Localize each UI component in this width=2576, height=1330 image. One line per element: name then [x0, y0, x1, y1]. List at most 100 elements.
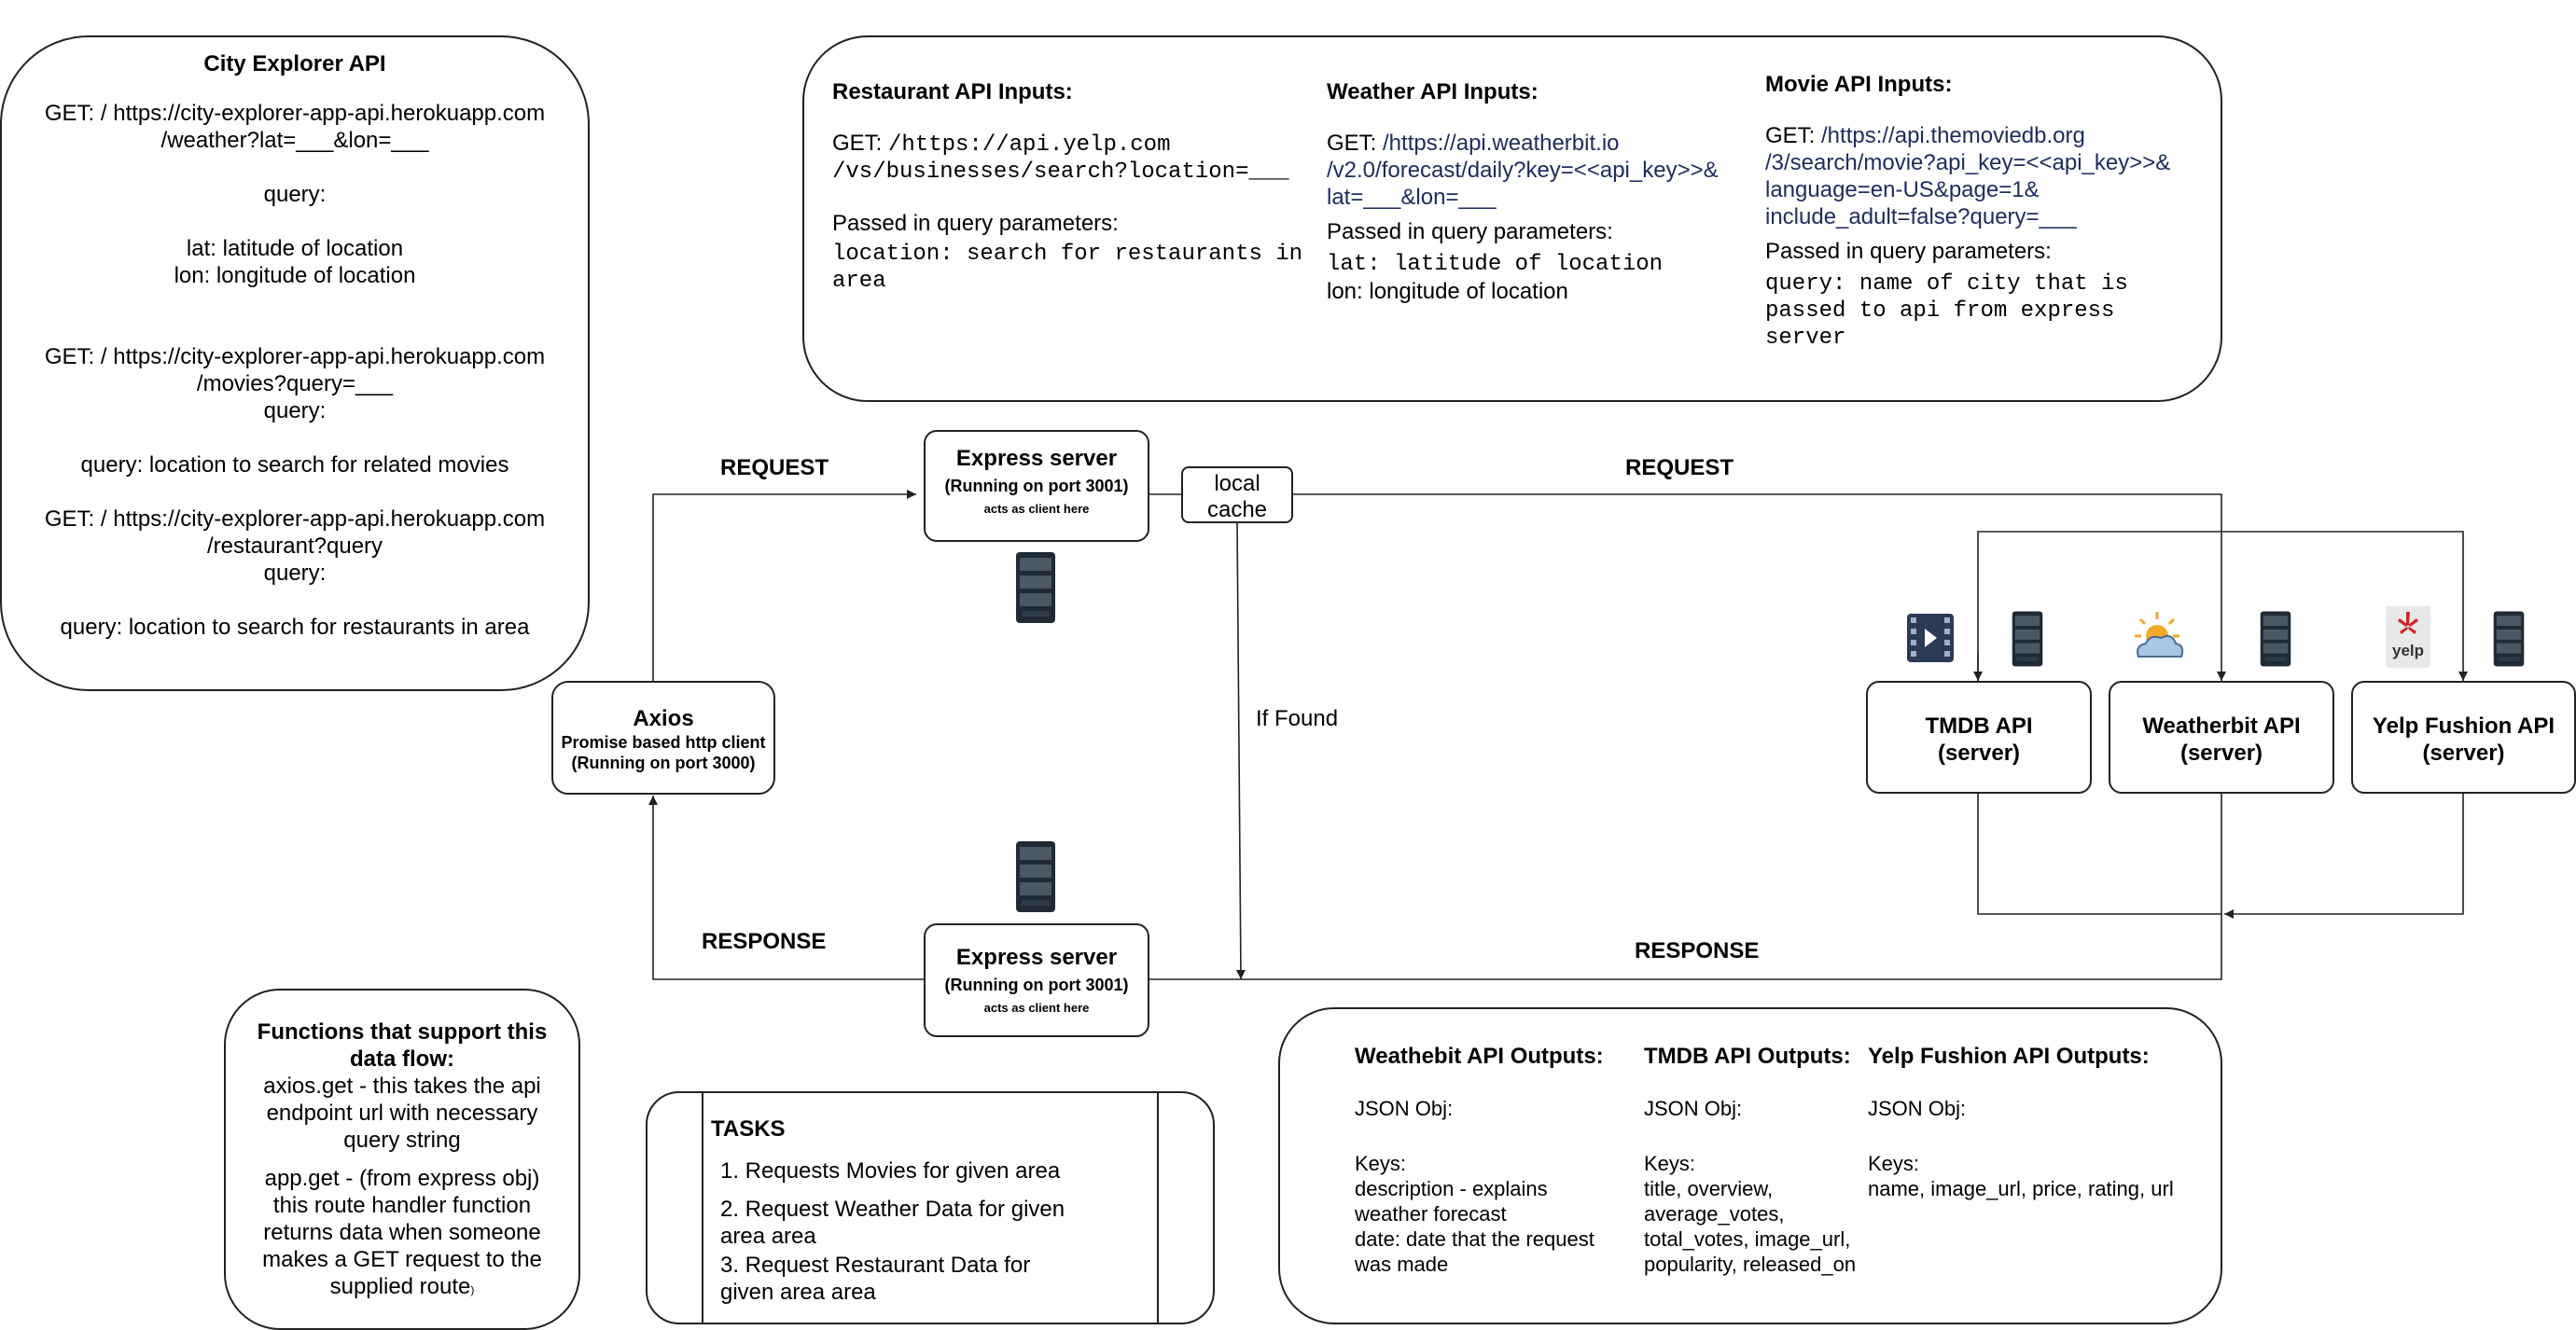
- server-rack-icon: [2260, 611, 2291, 667]
- weatherbit-outputs: Weathebit API Outputs: JSON Obj: Keys: d…: [1355, 1043, 1635, 1277]
- movie-param-3: server: [1765, 326, 1846, 351]
- weatherbit-key-2: weather forecast: [1355, 1202, 1507, 1226]
- request-arrow-to-tmdb: [1977, 531, 2468, 681]
- movie-get-line-1: GET: /https://api.themoviedb.org: [1765, 122, 2204, 149]
- response-label-left: RESPONSE: [702, 929, 827, 954]
- response-line-weatherbit: [1149, 794, 2222, 980]
- weather-params-label: Passed in query parameters:: [1327, 219, 1613, 244]
- tmdb-json-label: JSON Obj:: [1644, 1097, 1743, 1120]
- express-server-title: Express server: [955, 446, 1118, 471]
- if-found-label: If Found: [1256, 706, 1339, 731]
- movie-url-3: language=en-US&page=1&: [1765, 177, 2040, 202]
- movies-query-label: query:: [263, 398, 327, 423]
- yelp-json-label: JSON Obj:: [1868, 1097, 1967, 1120]
- express-server-title: Express server: [955, 945, 1118, 970]
- server-rack-icon: [2012, 611, 2043, 667]
- tmdb-keys-label: Keys:: [1644, 1152, 1696, 1175]
- server-rack-icon: [1016, 552, 1055, 623]
- weatherbit-key-1: description - explains: [1355, 1177, 1548, 1200]
- city-explorer-api-title: City Explorer API: [203, 51, 386, 76]
- response-label-right: RESPONSE: [1635, 938, 1760, 963]
- response-arrow-express-to-axios: [648, 796, 924, 980]
- yelp-logo-text: yelp: [2391, 642, 2425, 659]
- tmdb-server-line-2: (server): [1937, 741, 2021, 766]
- get-prefix: GET:: [1765, 123, 1822, 148]
- request-label-left: REQUEST: [720, 455, 829, 480]
- express-server-port: (Running on port 3001): [944, 976, 1129, 994]
- weatherbit-api-server: Weatherbit API (server): [2109, 681, 2334, 794]
- movies-query-description: query: location to search for related mo…: [80, 452, 509, 478]
- functions-box: Functions that support this data flow: a…: [224, 989, 580, 1330]
- movie-inputs-title: Movie API Inputs:: [1765, 72, 1953, 97]
- axios-box: Axios Promise based http client (Running…: [551, 681, 775, 795]
- express-server-note: acts as client here: [983, 1001, 1090, 1015]
- weatherbit-outputs-title: Weathebit API Outputs:: [1355, 1044, 1604, 1069]
- weather-query-label: query:: [263, 182, 327, 207]
- server-rack-icon: [2493, 611, 2525, 667]
- weatherbit-json-label: JSON Obj:: [1355, 1097, 1454, 1120]
- tasks-content: TASKS 1. Requests Movies for given area …: [711, 1115, 1149, 1306]
- restaurant-url-2: /vs/businesses/search?location=___: [832, 159, 1289, 185]
- task-item-1: 1. Requests Movies for given area: [720, 1158, 1061, 1184]
- weatherbit-key-3: date: date that the request: [1355, 1227, 1594, 1251]
- restaurant-endpoint-path: /restaurant?query: [206, 533, 383, 559]
- weatherbit-key-4: was made: [1355, 1253, 1449, 1276]
- request-arrow-axios-to-express: [652, 490, 916, 681]
- axios-port: (Running on port 3000): [571, 754, 756, 772]
- weatherbit-keys-label: Keys:: [1355, 1152, 1407, 1175]
- express-server-top: Express server (Running on port 3001) ac…: [924, 430, 1149, 542]
- tasks-divider-right: [1157, 1093, 1159, 1323]
- yelp-outputs: Yelp Fushion API Outputs: JSON Obj: Keys…: [1868, 1043, 2213, 1201]
- movies-endpoint-path: /movies?query=___: [196, 371, 394, 396]
- api-outputs-box: [1278, 1007, 2222, 1324]
- yelp-server-line-1: Yelp Fushion API: [2372, 713, 2555, 739]
- axios-description: Promise based http client: [561, 733, 766, 752]
- task-item-2a: 2. Request Weather Data for given: [720, 1197, 1065, 1222]
- request-arrow-cache-to-weatherbit: [1293, 493, 2226, 681]
- movie-params-label: Passed in query parameters:: [1765, 239, 2052, 264]
- yelp-key-1: name, image_url, price, rating, url: [1868, 1177, 2174, 1200]
- tmdb-key-4: popularity, released_on: [1644, 1253, 1857, 1276]
- weather-sun-cloud-icon: [2135, 612, 2184, 658]
- functions-item-axios-get: axios.get - this takes the api endpoint …: [263, 1074, 541, 1153]
- restaurant-endpoint-host: GET: / https://city-explorer-app-api.her…: [44, 506, 546, 532]
- tmdb-key-3: total_votes, image_url,: [1644, 1227, 1851, 1251]
- tmdb-key-1: title, overview,: [1644, 1177, 1774, 1200]
- functions-title: Functions that support this data flow:: [257, 1019, 548, 1072]
- weather-url-2: /v2.0/forecast/daily?key=<<api_key>>&: [1327, 158, 1719, 183]
- movie-film-icon: [1907, 614, 1954, 662]
- server-rack-icon: [1016, 841, 1055, 912]
- yelp-outputs-title: Yelp Fushion API Outputs:: [1868, 1044, 2150, 1069]
- get-prefix: GET:: [1327, 131, 1384, 156]
- tasks-box: [646, 1091, 1215, 1324]
- api-inputs-box: [802, 35, 2222, 402]
- functions-item-app-get-tail: ): [470, 1283, 475, 1296]
- restaurant-param-1: location: search for restaurants in: [832, 242, 1303, 267]
- weather-url-1: /https://api.weatherbit.io: [1383, 131, 1620, 156]
- express-server-bottom: Express server (Running on port 3001) ac…: [924, 923, 1149, 1037]
- task-item-3b: given area area: [720, 1280, 876, 1305]
- get-prefix: GET:: [832, 131, 889, 156]
- response-line-tmdb: [1977, 794, 2221, 915]
- restaurant-inputs: Restaurant API Inputs: GET: /https://api…: [832, 78, 1317, 295]
- express-server-port: (Running on port 3001): [944, 477, 1129, 495]
- task-item-3a: 3. Request Restaurant Data for: [720, 1253, 1031, 1278]
- tmdb-outputs-title: TMDB API Outputs:: [1644, 1044, 1851, 1069]
- weather-param-1: lat: latitude of location: [1327, 252, 1664, 277]
- weather-url-3: lat=___&lon=___: [1327, 185, 1497, 210]
- movie-url-4: include_adult=false?query=___: [1765, 204, 2077, 229]
- yelp-server-line-2: (server): [2422, 741, 2505, 766]
- yelp-logo-icon: yelp: [2386, 606, 2430, 668]
- tmdb-outputs: TMDB API Outputs: JSON Obj: Keys: title,…: [1644, 1043, 1868, 1277]
- weather-get-line-1: GET: /https://api.weatherbit.io: [1327, 130, 1737, 157]
- tasks-divider-left: [702, 1093, 703, 1323]
- functions-item-app-get: app.get - (from express obj) this route …: [254, 1165, 550, 1304]
- weatherbit-server-line-1: Weatherbit API: [2142, 713, 2301, 739]
- weather-endpoint-host: GET: / https://city-explorer-app-api.her…: [44, 101, 546, 126]
- movie-url-1: /https://api.themoviedb.org: [1821, 123, 2085, 148]
- movie-inputs: Movie API Inputs: GET: /https://api.them…: [1765, 71, 2204, 352]
- yelp-burst-icon: [2398, 612, 2418, 634]
- local-cache-line-2: cache: [1206, 497, 1268, 522]
- tasks-title: TASKS: [711, 1116, 786, 1142]
